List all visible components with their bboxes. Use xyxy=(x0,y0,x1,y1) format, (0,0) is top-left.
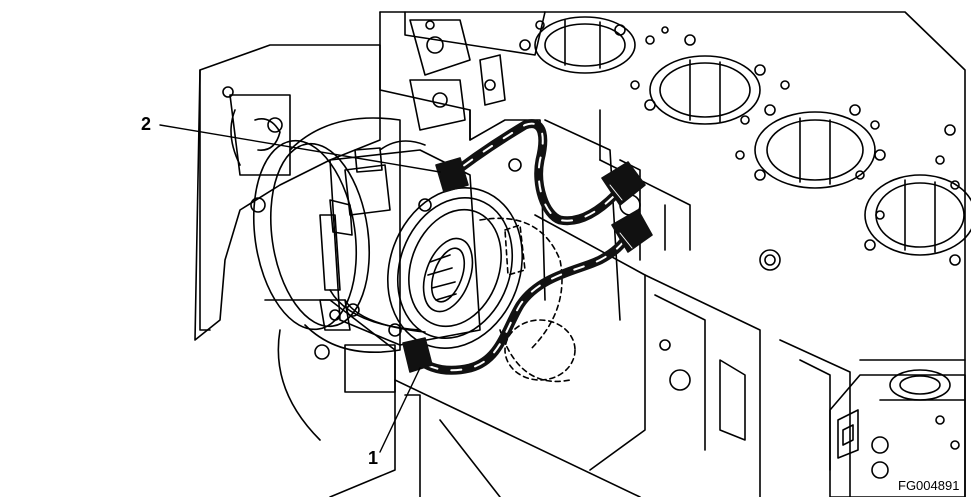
callout-label-1: 1 xyxy=(368,448,379,468)
callout-1-leader xyxy=(379,367,421,453)
wiring-harness-lower xyxy=(402,209,653,375)
fuel-pump-assembly xyxy=(252,117,576,383)
wiring-harness-upper xyxy=(435,119,646,226)
callout-label-2: 2 xyxy=(141,114,152,134)
engine-block xyxy=(194,11,971,497)
callout-2-leader xyxy=(159,124,441,173)
deck-holes xyxy=(519,20,961,266)
figure-id: FG004891 xyxy=(898,478,960,493)
